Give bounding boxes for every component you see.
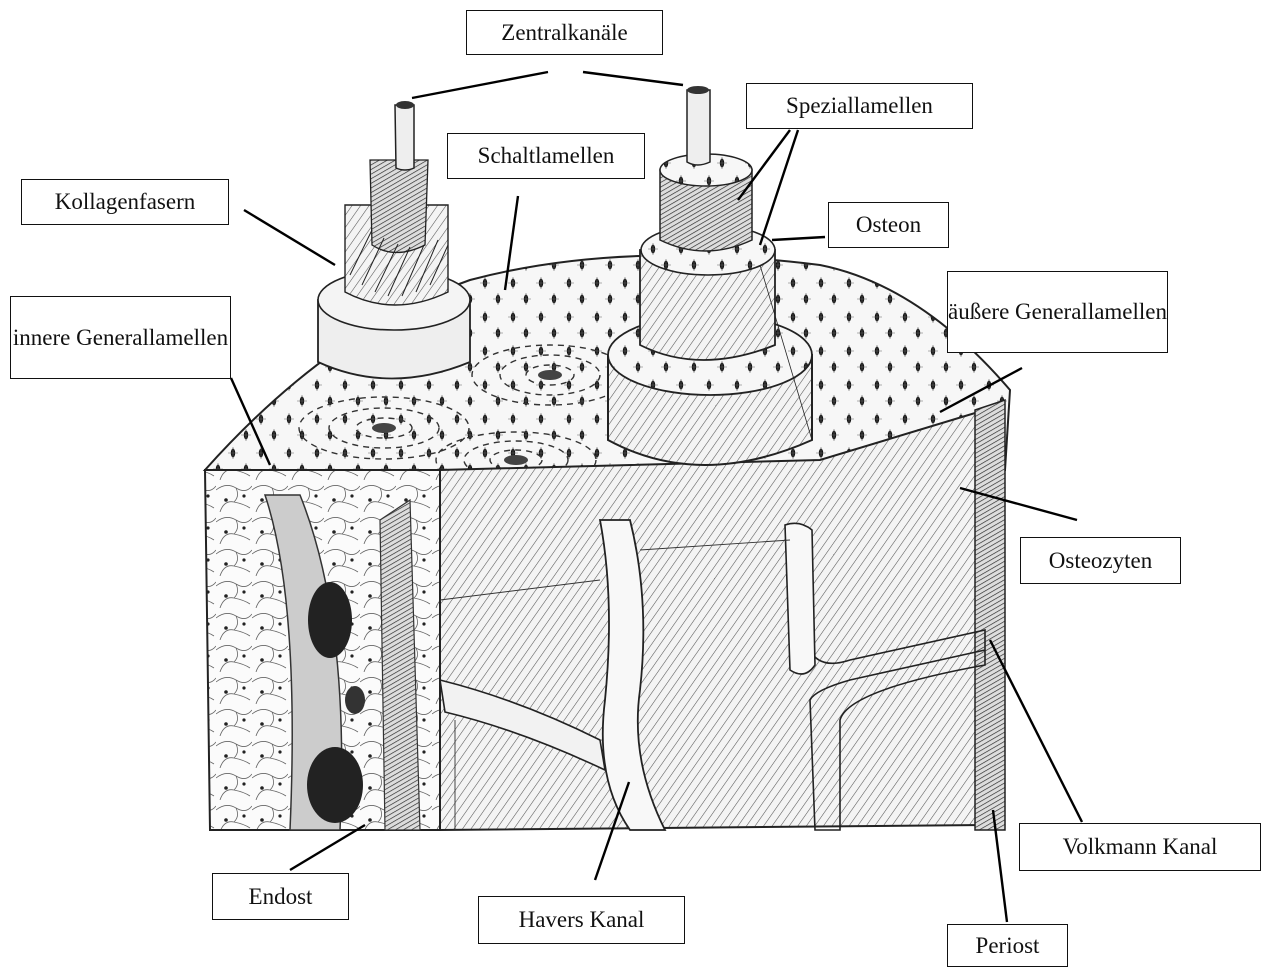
label-innere-generallamellen: innere Generallamellen (10, 296, 231, 379)
label-havers-kanal: Havers Kanal (478, 896, 685, 944)
label-speziallamellen: Speziallamellen (746, 83, 973, 129)
label-periost: Periost (947, 924, 1068, 967)
label-osteozyten: Osteozyten (1020, 537, 1181, 584)
label-endost: Endost (212, 873, 349, 920)
label-kollagenfasern: Kollagenfasern (21, 179, 229, 225)
label-zentralkanaele: Zentralkanäle (466, 10, 663, 55)
label-osteon: Osteon (828, 202, 949, 248)
label-volkmann-kanal: Volkmann Kanal (1019, 823, 1261, 871)
label-aeussere-generallamellen: äußere Generallamellen (947, 271, 1168, 353)
label-schaltlamellen: Schaltlamellen (447, 133, 645, 179)
